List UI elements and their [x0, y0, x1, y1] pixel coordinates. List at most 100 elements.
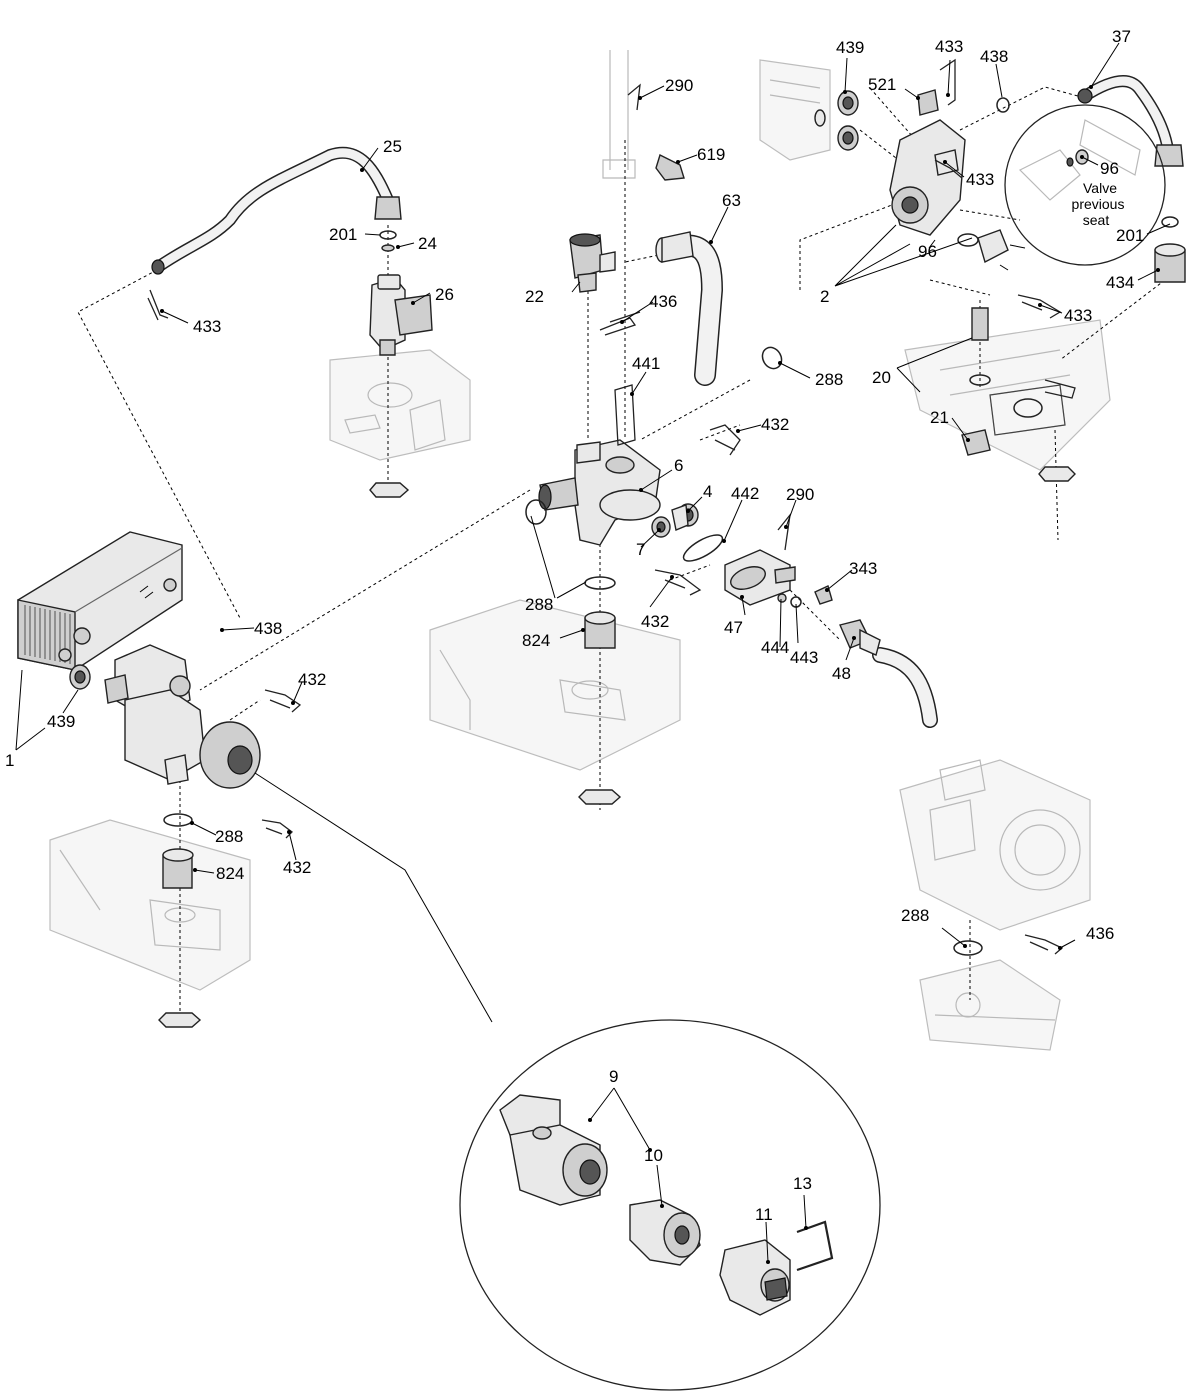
tool-13 [796, 1220, 834, 1272]
label-290-center: 290 [786, 485, 814, 504]
label-443: 443 [790, 648, 818, 667]
label-201-left: 201 [329, 225, 357, 244]
label-37: 37 [1112, 27, 1131, 46]
label-433-right: 433 [1064, 306, 1092, 325]
label-9: 9 [609, 1067, 618, 1086]
ghost-pipes-lower-right [919, 959, 1061, 1051]
impeller-10 [629, 1199, 701, 1266]
pipe-25 [151, 146, 402, 275]
label-432-lower: 432 [283, 858, 311, 877]
label-619: 619 [697, 145, 725, 164]
label-288-center: 288 [525, 595, 553, 614]
label-824-center: 824 [522, 631, 550, 650]
label-438-left: 438 [254, 619, 282, 638]
fitting-434 [1154, 216, 1186, 283]
valve-previous-seat-note: Valve previous seat [1072, 180, 1125, 228]
label-432-left: 432 [298, 670, 326, 689]
part-343 [814, 585, 833, 605]
oring-288-right [761, 346, 783, 370]
ghost-chassis-right [904, 319, 1111, 471]
part-labels: 1 2 4 6 7 9 10 11 13 20 21 22 24 25 26 3… [5, 27, 1144, 1224]
label-290-top: 290 [665, 76, 693, 95]
label-439-left: 439 [47, 712, 75, 731]
note-line-2: previous [1072, 196, 1125, 212]
clips [147, 58, 1064, 955]
ghost-chassis-top-center [602, 50, 636, 179]
seals-439-left [69, 664, 91, 690]
nut-center [578, 789, 622, 805]
oring-442 [682, 534, 724, 562]
label-434: 434 [1106, 273, 1134, 292]
part-619 [655, 154, 685, 181]
label-21: 21 [930, 408, 949, 427]
label-26: 26 [435, 285, 454, 304]
label-24: 24 [418, 234, 437, 253]
label-13: 13 [793, 1174, 812, 1193]
label-7: 7 [636, 540, 645, 559]
label-22: 22 [525, 287, 544, 306]
pipe-37 [1077, 75, 1184, 167]
ghost-chassis-upper-left [329, 349, 471, 461]
label-2: 2 [820, 287, 829, 306]
label-10: 10 [644, 1146, 663, 1165]
part-22 [569, 233, 616, 293]
valve-assembly-upper-right [889, 89, 966, 236]
hose-48-tail [872, 647, 938, 728]
ghost-pump-right [899, 759, 1091, 931]
washer-438-top [996, 97, 1010, 113]
union-824-left [162, 813, 194, 889]
seals-439-top [814, 90, 859, 151]
label-439-top: 439 [836, 38, 864, 57]
union-824-center [525, 499, 616, 649]
oring-288-lower-right [953, 940, 983, 956]
label-11: 11 [755, 1205, 773, 1224]
label-96-detail: 96 [1100, 159, 1119, 178]
label-521: 521 [868, 75, 896, 94]
label-438-top: 438 [980, 47, 1008, 66]
label-442: 442 [731, 484, 759, 503]
label-343: 343 [849, 559, 877, 578]
note-line-3: seat [1083, 212, 1110, 228]
label-441: 441 [632, 354, 660, 373]
label-6: 6 [674, 456, 683, 475]
label-1: 1 [5, 751, 14, 770]
plate-heat-exchanger-1 [17, 531, 183, 671]
label-432-center: 432 [641, 612, 669, 631]
ghost-chassis-center [429, 599, 681, 771]
label-4: 4 [703, 482, 712, 501]
leader-lines [15, 42, 1171, 1263]
part-96-plate [957, 229, 1026, 271]
gasket-right [989, 379, 1076, 436]
label-288-lower-right: 288 [901, 906, 929, 925]
detail-ellipse-pump [254, 772, 881, 1391]
motor-11 [719, 1239, 791, 1316]
diverter-valve-6 [538, 439, 661, 546]
label-20: 20 [872, 368, 891, 387]
sensor-20 [969, 307, 991, 386]
label-433-top: 433 [935, 37, 963, 56]
label-444: 444 [761, 638, 789, 657]
label-47: 47 [724, 618, 743, 637]
valve-26 [369, 274, 433, 356]
label-48: 48 [832, 664, 851, 683]
nut-lower-left [158, 1012, 202, 1028]
cartridge-4 [671, 503, 699, 531]
leader-dots [160, 85, 1160, 1264]
ghost-chassis-top-right [759, 59, 831, 161]
label-824-left: 824 [216, 864, 244, 883]
label-96-main: 96 [918, 242, 937, 261]
label-432-top: 432 [761, 415, 789, 434]
nut-left-upper [369, 482, 410, 498]
label-63: 63 [722, 191, 741, 210]
label-436-right: 436 [1086, 924, 1114, 943]
label-433-mid: 433 [966, 170, 994, 189]
part-48 [839, 619, 881, 656]
part-21 [961, 429, 991, 456]
label-288-right: 288 [815, 370, 843, 389]
label-433-left: 433 [193, 317, 221, 336]
label-201-right: 201 [1116, 226, 1144, 245]
nut-right [1038, 466, 1076, 482]
pump-housing-9 [499, 1094, 608, 1206]
label-288-left: 288 [215, 827, 243, 846]
